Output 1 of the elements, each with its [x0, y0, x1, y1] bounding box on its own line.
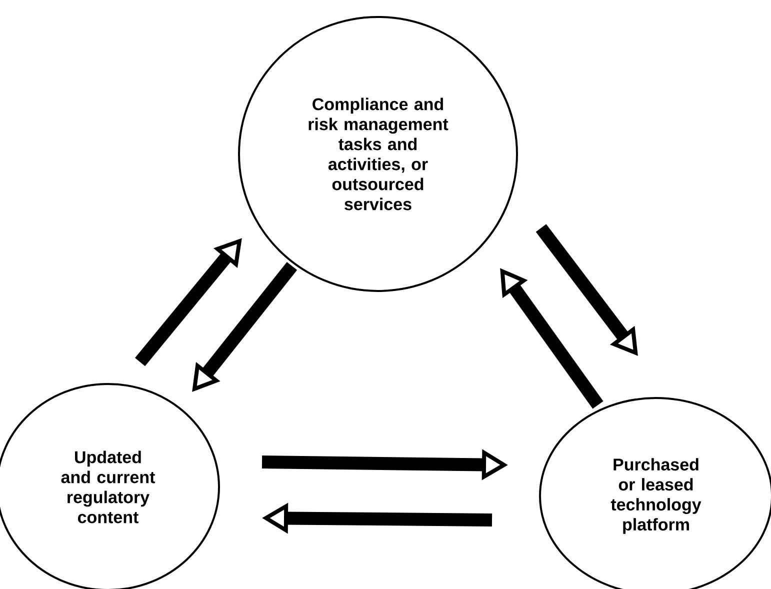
circle-node: Compliance and risk management tasks and activities, or outsourced services	[238, 16, 518, 292]
